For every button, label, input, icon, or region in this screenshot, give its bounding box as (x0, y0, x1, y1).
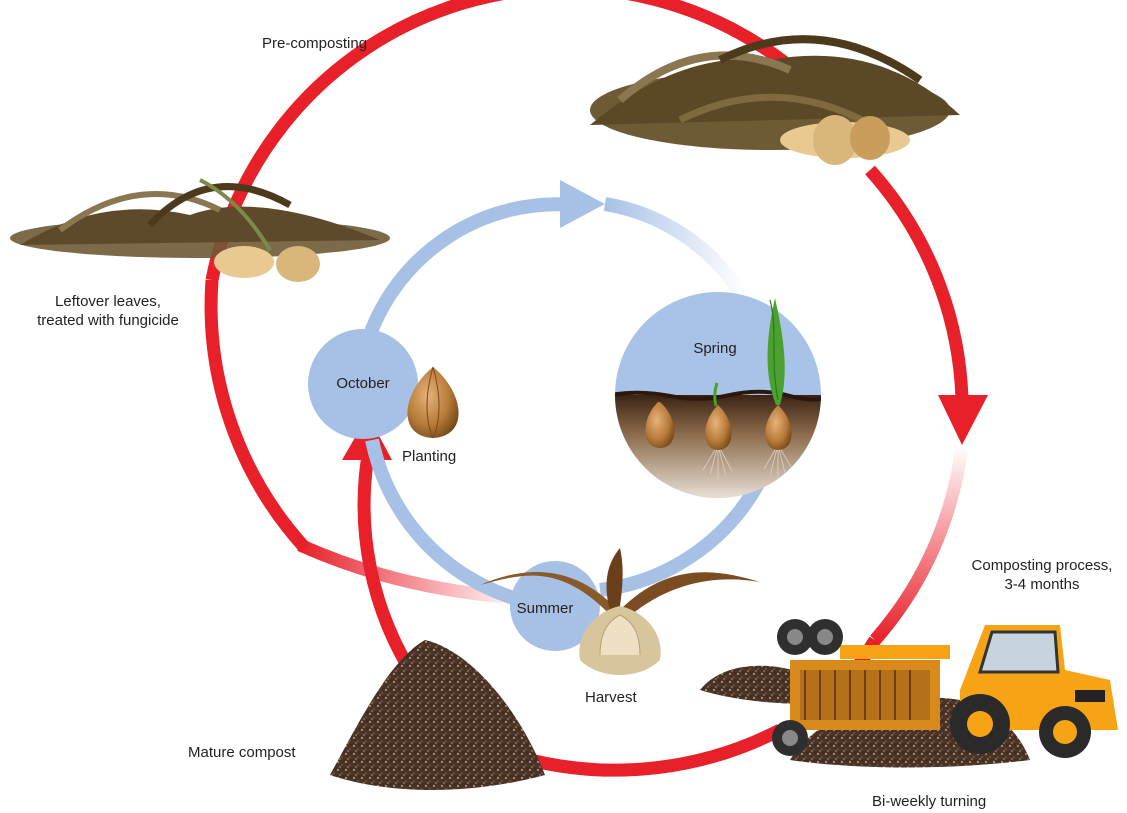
harvest-label: Harvest (585, 688, 637, 707)
october-label: October (318, 374, 408, 393)
mature-compost-heap-icon (330, 640, 545, 790)
biweekly-turning-label: Bi-weekly turning (872, 792, 986, 811)
mature-compost-label: Mature compost (188, 743, 296, 762)
composting-process-label: Composting process, 3-4 months (962, 556, 1122, 594)
leftover-leaves-line-2: treated with fungicide (18, 311, 198, 330)
summer-label: Summer (500, 599, 590, 618)
leftover-leaves-line-1: Leftover leaves, (18, 292, 198, 311)
leftover-leaves-pile-icon (10, 180, 390, 282)
spring-circle (610, 292, 830, 505)
spring-label: Spring (670, 339, 760, 358)
leftover-leaves-label: Leftover leaves, treated with fungicide (18, 292, 198, 330)
composting-process-line-2: 3-4 months (962, 575, 1122, 594)
composting-process-line-1: Composting process, (962, 556, 1122, 575)
pre-composting-label: Pre-composting (262, 34, 367, 53)
planting-label: Planting (402, 447, 456, 466)
